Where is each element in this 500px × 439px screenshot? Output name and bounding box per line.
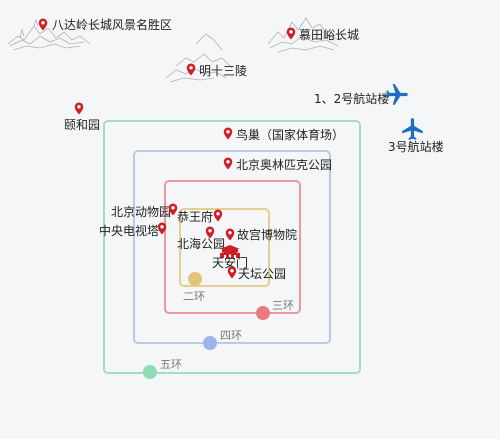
place-label: 颐和园 <box>64 118 101 132</box>
location-pin-icon <box>186 63 196 76</box>
fourth-ring-label: 四环 <box>220 329 242 342</box>
fourth-ring <box>133 150 331 344</box>
second-ring-marker[interactable] <box>188 272 202 286</box>
place-label: 中央电视塔 <box>99 224 160 238</box>
place-label: 明十三陵 <box>199 64 248 78</box>
location-pin-icon <box>227 266 237 279</box>
fifth-ring-marker[interactable] <box>143 365 157 379</box>
location-pin-icon <box>74 102 84 115</box>
third-ring-marker[interactable] <box>256 306 270 320</box>
terminal-label: 1、2号航站楼 <box>314 92 390 106</box>
tiananmen-gate-icon <box>220 245 240 258</box>
place-label: 北海公园 <box>177 237 226 251</box>
place-label: 恭王府 <box>177 210 214 224</box>
place-label: 北京动物园 <box>111 205 172 219</box>
terminal-label: 3号航站楼 <box>388 140 444 154</box>
airplane-icon <box>386 84 408 105</box>
place-label: 八达岭长城风景名胜区 <box>52 18 173 32</box>
place-label: 慕田峪长城 <box>299 28 360 42</box>
location-pin-icon <box>205 226 215 239</box>
location-pin-icon <box>213 209 223 222</box>
airplane-icon <box>402 118 423 140</box>
place-label: 北京奥林匹克公园 <box>236 158 333 172</box>
location-pin-icon <box>225 228 235 241</box>
third-ring <box>164 180 301 314</box>
second-ring <box>179 208 270 287</box>
location-pin-icon <box>223 157 233 170</box>
fourth-ring-marker[interactable] <box>203 336 217 350</box>
location-pin-icon <box>168 203 178 216</box>
location-pin-icon <box>38 18 48 31</box>
fifth-ring-label: 五环 <box>160 358 182 371</box>
fifth-ring <box>103 120 361 374</box>
location-pin-icon <box>157 222 167 235</box>
place-label: 天坛公园 <box>238 267 287 281</box>
second-ring-label: 二环 <box>183 290 205 303</box>
third-ring-label: 三环 <box>272 299 294 312</box>
mountains-illustration <box>7 17 341 83</box>
location-pin-icon <box>286 27 296 40</box>
place-label: 故宫博物院 <box>237 228 298 242</box>
place-label: 鸟巢（国家体育场） <box>236 128 345 142</box>
location-pin-icon <box>223 127 233 140</box>
place-label: 天安门 <box>212 256 249 270</box>
